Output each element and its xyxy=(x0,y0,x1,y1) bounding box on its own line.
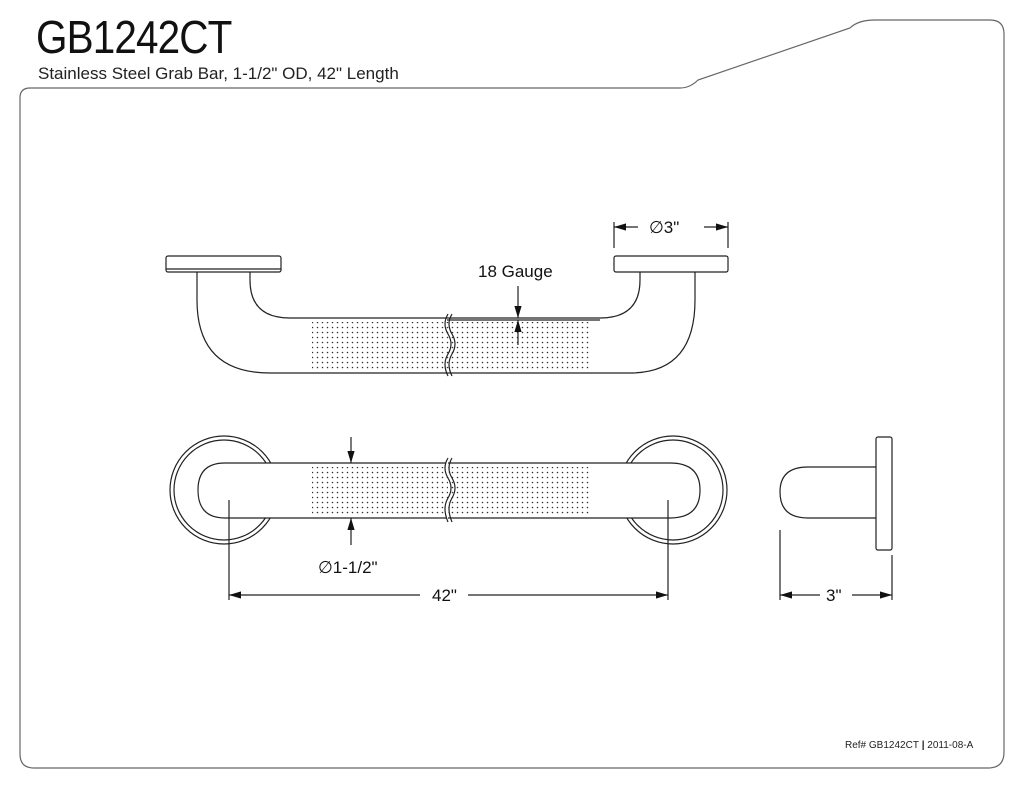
reference-footer: Ref# GB1242CT | 2011-08-A xyxy=(845,740,974,751)
side-view xyxy=(779,436,893,600)
projection-label: 3" xyxy=(826,586,842,605)
product-description: Stainless Steel Grab Bar, 1-1/2" OD, 42"… xyxy=(38,64,399,83)
sheet-border xyxy=(19,19,1005,769)
front-view xyxy=(169,435,728,600)
ref-number: Ref# GB1242CT xyxy=(845,740,919,751)
flange-diameter-label: ∅3" xyxy=(649,218,679,237)
top-view xyxy=(165,222,729,377)
length-label: 42" xyxy=(432,586,457,605)
model-title: GB1242CT xyxy=(36,11,232,63)
tube-diameter-label: ∅1-1/2" xyxy=(318,558,378,577)
revision: 2011-08-A xyxy=(927,740,974,751)
gauge-label: 18 Gauge xyxy=(478,262,553,281)
